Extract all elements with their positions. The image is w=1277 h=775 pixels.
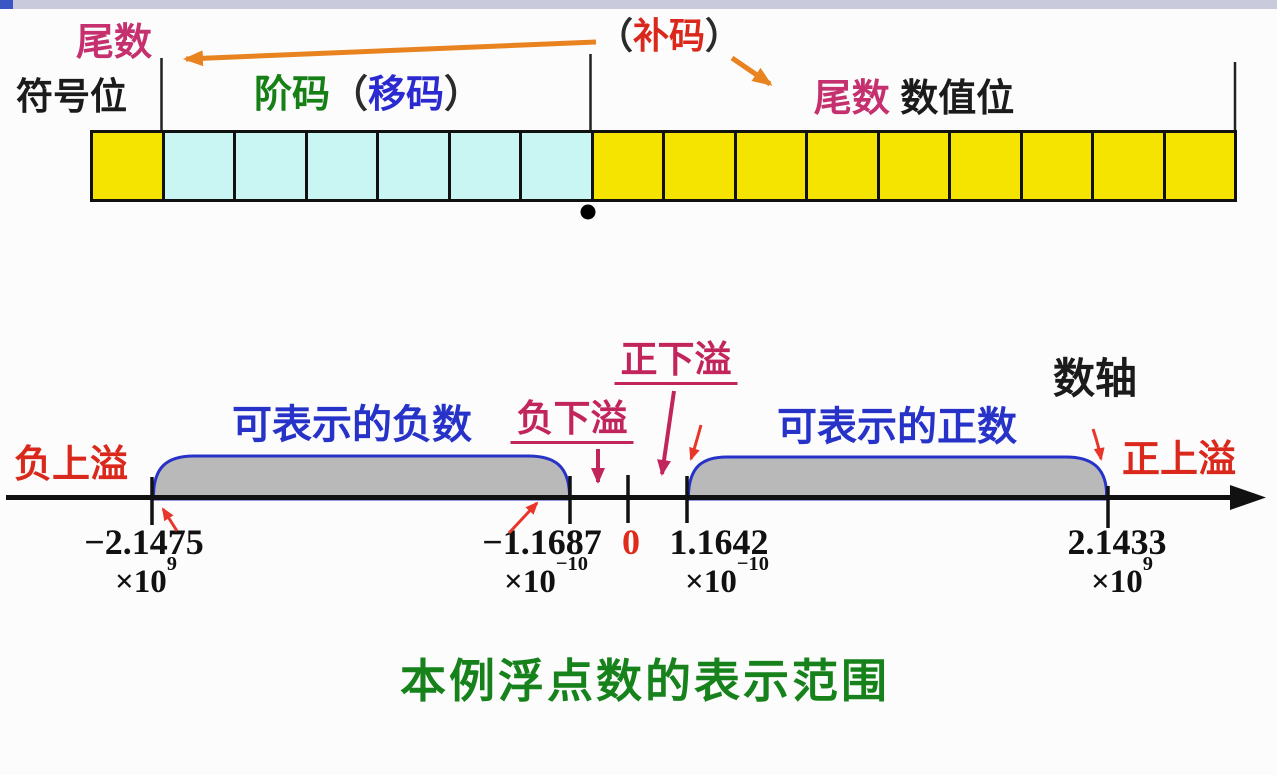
exponent-bit-cell [376, 130, 451, 202]
times-ten: ×10 [1090, 564, 1143, 600]
exponent-bit-cell [161, 130, 236, 202]
tick-exponent-neg-min: ×10−10 [504, 554, 588, 600]
radix-point-dot [580, 204, 596, 220]
axis-name-label: 数轴 [1053, 355, 1138, 402]
mantissa-bit-cell [733, 130, 808, 202]
complement-to-mantissa-arrow [183, 39, 597, 67]
figure-caption: 本例浮点数的表示范围 [400, 655, 890, 707]
shift-code-name: 移码 [368, 74, 445, 116]
exponent-value: 9 [1142, 552, 1154, 575]
complement-to-value-bits-arrow [730, 55, 773, 87]
exponent-bit-cell [447, 130, 522, 202]
sign-bit-cell [90, 130, 165, 202]
mantissa-bit-cell [590, 130, 665, 202]
tick-label-pos-max: 2.1433 [1067, 522, 1167, 562]
exponent-bit-cell [519, 130, 594, 202]
mantissa-field-label: 尾数 数值位 [814, 80, 1015, 118]
exponent-value: −10 [555, 552, 588, 575]
mantissa-bit-cell [1091, 130, 1166, 202]
bit-field-row [90, 130, 1237, 202]
exponent-field-label: 阶码（移码） [254, 76, 482, 114]
window-top-strip [0, 0, 1277, 9]
tick-exponent-neg-max: ×109 [114, 554, 177, 600]
mantissa-bit-cell [876, 130, 951, 202]
pos-max-pointer-arrow [1091, 428, 1105, 461]
exponent-value: 9 [166, 552, 178, 575]
negative-underflow-label: 负下溢 [510, 400, 634, 444]
times-ten: ×10 [114, 564, 167, 600]
tick-label-neg-max: −2.1475 [84, 522, 204, 562]
tick-label-zero: 0 [622, 522, 640, 562]
number-line-arrowhead [1230, 485, 1266, 510]
exponent-value: −10 [736, 552, 769, 575]
value-bits-name: 数值位 [889, 78, 1015, 120]
tick-exponent-pos-max: ×109 [1090, 554, 1153, 600]
tick-label-pos-min: 1.1642 [669, 522, 769, 562]
paren-open: （ [597, 15, 634, 56]
positive-range-region [687, 455, 1108, 501]
paren-close: ） [705, 15, 742, 56]
exponent-bit-cell [233, 130, 308, 202]
negative-overflow-label: 负上溢 [14, 444, 129, 486]
positive-range-label: 可表示的正数 [777, 405, 1017, 449]
pos-min-pointer-arrow [689, 424, 703, 461]
paren-close: ） [444, 74, 483, 116]
mantissa-bit-cell [1162, 130, 1237, 202]
sign-bit-label: 符号位 [16, 76, 127, 117]
times-ten: ×10 [685, 564, 737, 600]
positive-overflow-label: 正上溢 [1122, 439, 1237, 481]
negative-range-region [152, 454, 571, 501]
window-top-accent [0, 0, 13, 9]
mantissa-bit-cell [1019, 130, 1094, 202]
negative-range-label: 可表示的负数 [232, 403, 472, 447]
mantissa-bit-cell [662, 130, 737, 202]
mantissa-name: 尾数 [813, 78, 890, 120]
mantissa-bit-cell [805, 130, 880, 202]
exponent-name: 阶码 [253, 74, 330, 116]
positive-underflow-label: 正下溢 [614, 341, 738, 385]
mantissa-pointer-label: 尾数 [76, 22, 153, 64]
complement-name: 补码 [633, 15, 706, 56]
tick-exponent-pos-min: ×10−10 [685, 554, 769, 600]
times-ten: ×10 [504, 564, 556, 600]
positive-underflow-arrow [657, 390, 676, 476]
mantissa-bit-cell [948, 130, 1023, 202]
exponent-bit-cell [304, 130, 379, 202]
tick-label-neg-min: −1.1687 [482, 522, 602, 562]
complement-label: （补码） [597, 18, 741, 54]
paren-open: （ [329, 74, 368, 116]
